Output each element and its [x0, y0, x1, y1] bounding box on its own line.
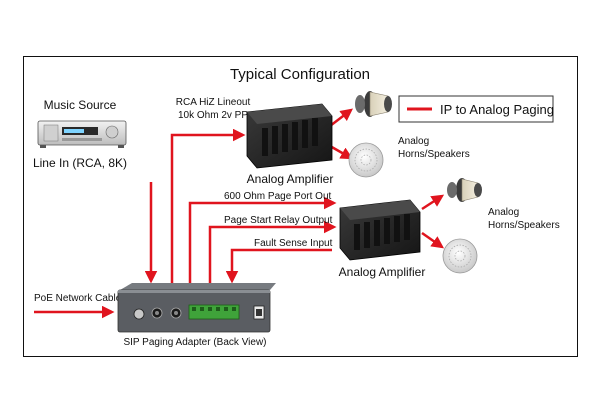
amp-top-to-speaker2-arrow	[329, 144, 354, 160]
music-source-receiver	[37, 120, 127, 148]
lineout-line1: RCA HiZ Lineout	[176, 97, 251, 108]
page-port-label: 600 Ohm Page Port Out	[224, 191, 332, 202]
page-port-arrow	[188, 196, 337, 286]
lineout-line2: 10k Ohm 2v PP	[178, 110, 248, 121]
music-source-title: Music Source	[44, 98, 117, 112]
network-port	[133, 308, 145, 320]
speaker-top	[348, 142, 384, 178]
speakers-top-line2: Horns/Speakers	[398, 149, 470, 160]
speakers-top-line1: Analog	[398, 136, 429, 147]
adapter-label: SIP Paging Adapter (Back View)	[123, 337, 266, 348]
connections	[34, 108, 445, 319]
legend-label: IP to Analog Paging	[440, 102, 554, 117]
amplifier-bottom	[339, 199, 421, 261]
legend: IP to Analog Paging	[398, 95, 554, 123]
music-source-sub: Line In (RCA, 8K)	[33, 156, 127, 170]
terminal-block	[188, 304, 240, 320]
poe-label: PoE Network Cable	[34, 293, 122, 304]
speaker-bottom	[442, 238, 478, 274]
speakers-bottom-line1: Analog	[488, 207, 519, 218]
amplifier-top	[246, 103, 333, 169]
amp-bottom-to-horn-arrow	[421, 194, 445, 211]
lineout-arrow	[170, 128, 246, 286]
relay-arrow	[208, 220, 337, 286]
amplifier-top-label: Analog Amplifier	[247, 172, 334, 186]
amplifier-bottom-label: Analog Amplifier	[339, 265, 426, 279]
speakers-bottom-line2: Horns/Speakers	[488, 220, 560, 231]
horn-bottom	[447, 178, 482, 202]
fault-sense-arrow	[225, 248, 332, 284]
fault-sense-label: Fault Sense Input	[254, 238, 333, 249]
horn-top	[355, 91, 392, 117]
amp-bottom-to-speaker-arrow	[421, 231, 445, 249]
relay-label: Page Start Relay Output	[224, 215, 333, 226]
sip-paging-adapter	[117, 283, 276, 333]
diagram-title: Typical Configuration	[230, 66, 370, 83]
amp-top-to-speakers-arrow	[329, 108, 353, 127]
